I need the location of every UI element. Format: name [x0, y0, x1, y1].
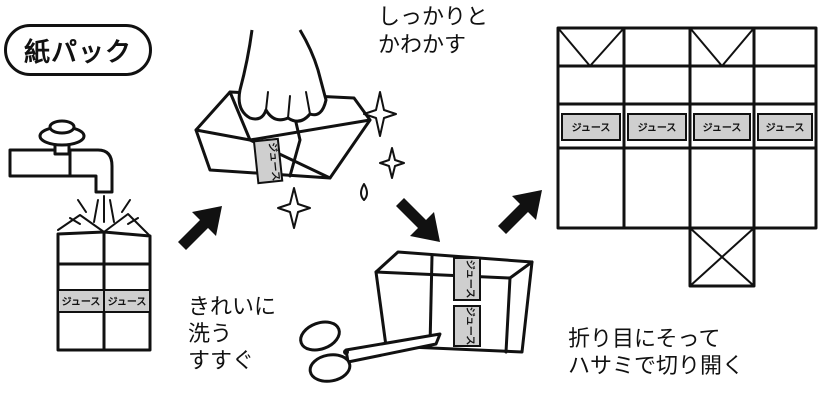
flat-juice-label-4	[757, 113, 813, 141]
carton-juice-label	[453, 257, 481, 301]
juice-label-text: ジュース	[766, 122, 805, 134]
carton-flattened-icon	[556, 26, 818, 288]
carton-juice-label	[252, 137, 284, 185]
juice-label-text: ジュース	[266, 142, 282, 182]
juice-label-text: ジュース	[464, 260, 476, 299]
juice-label-text: ジュース	[62, 296, 101, 308]
carton-drying-icon	[194, 90, 372, 185]
title-badge: 紙パック	[4, 24, 152, 76]
juice-label-text: ジュース	[464, 307, 476, 346]
carton-upright-icon	[56, 213, 152, 352]
juice-label-text: ジュース	[572, 122, 611, 134]
scissors-icon	[299, 320, 442, 383]
water-splash-icon	[69, 195, 139, 225]
title-text: 紙パック	[23, 37, 132, 68]
arrow-wash-to-dry	[178, 206, 222, 250]
arrow-dry-to-cut	[396, 198, 440, 242]
carton-juice-label	[103, 289, 151, 313]
hand-icon	[237, 29, 328, 123]
sparkle-icon	[277, 91, 405, 229]
arrow-cut-to-flat	[498, 190, 542, 234]
cut-line-1: 折り目にそって	[568, 327, 721, 352]
dry-line-1: しっかりと	[378, 5, 489, 30]
cut-line-2: ハサミで切り開く	[568, 354, 745, 379]
flat-juice-label-1	[561, 113, 621, 141]
flat-juice-label-3	[693, 113, 751, 141]
faucet-icon	[8, 119, 114, 194]
wash-line-2: 洗う	[188, 322, 233, 347]
carton-juice-label	[453, 305, 481, 347]
juice-label-text: ジュース	[638, 122, 677, 134]
juice-label-text: ジュース	[703, 122, 742, 134]
flat-juice-label-2	[627, 113, 687, 141]
wash-line-3: すすぐ	[188, 349, 255, 374]
carton-cutting-icon	[374, 250, 534, 354]
wash-line-1: きれいに	[188, 295, 277, 320]
juice-label-text: ジュース	[108, 296, 147, 308]
dry-line-2: かわかす	[378, 33, 467, 58]
